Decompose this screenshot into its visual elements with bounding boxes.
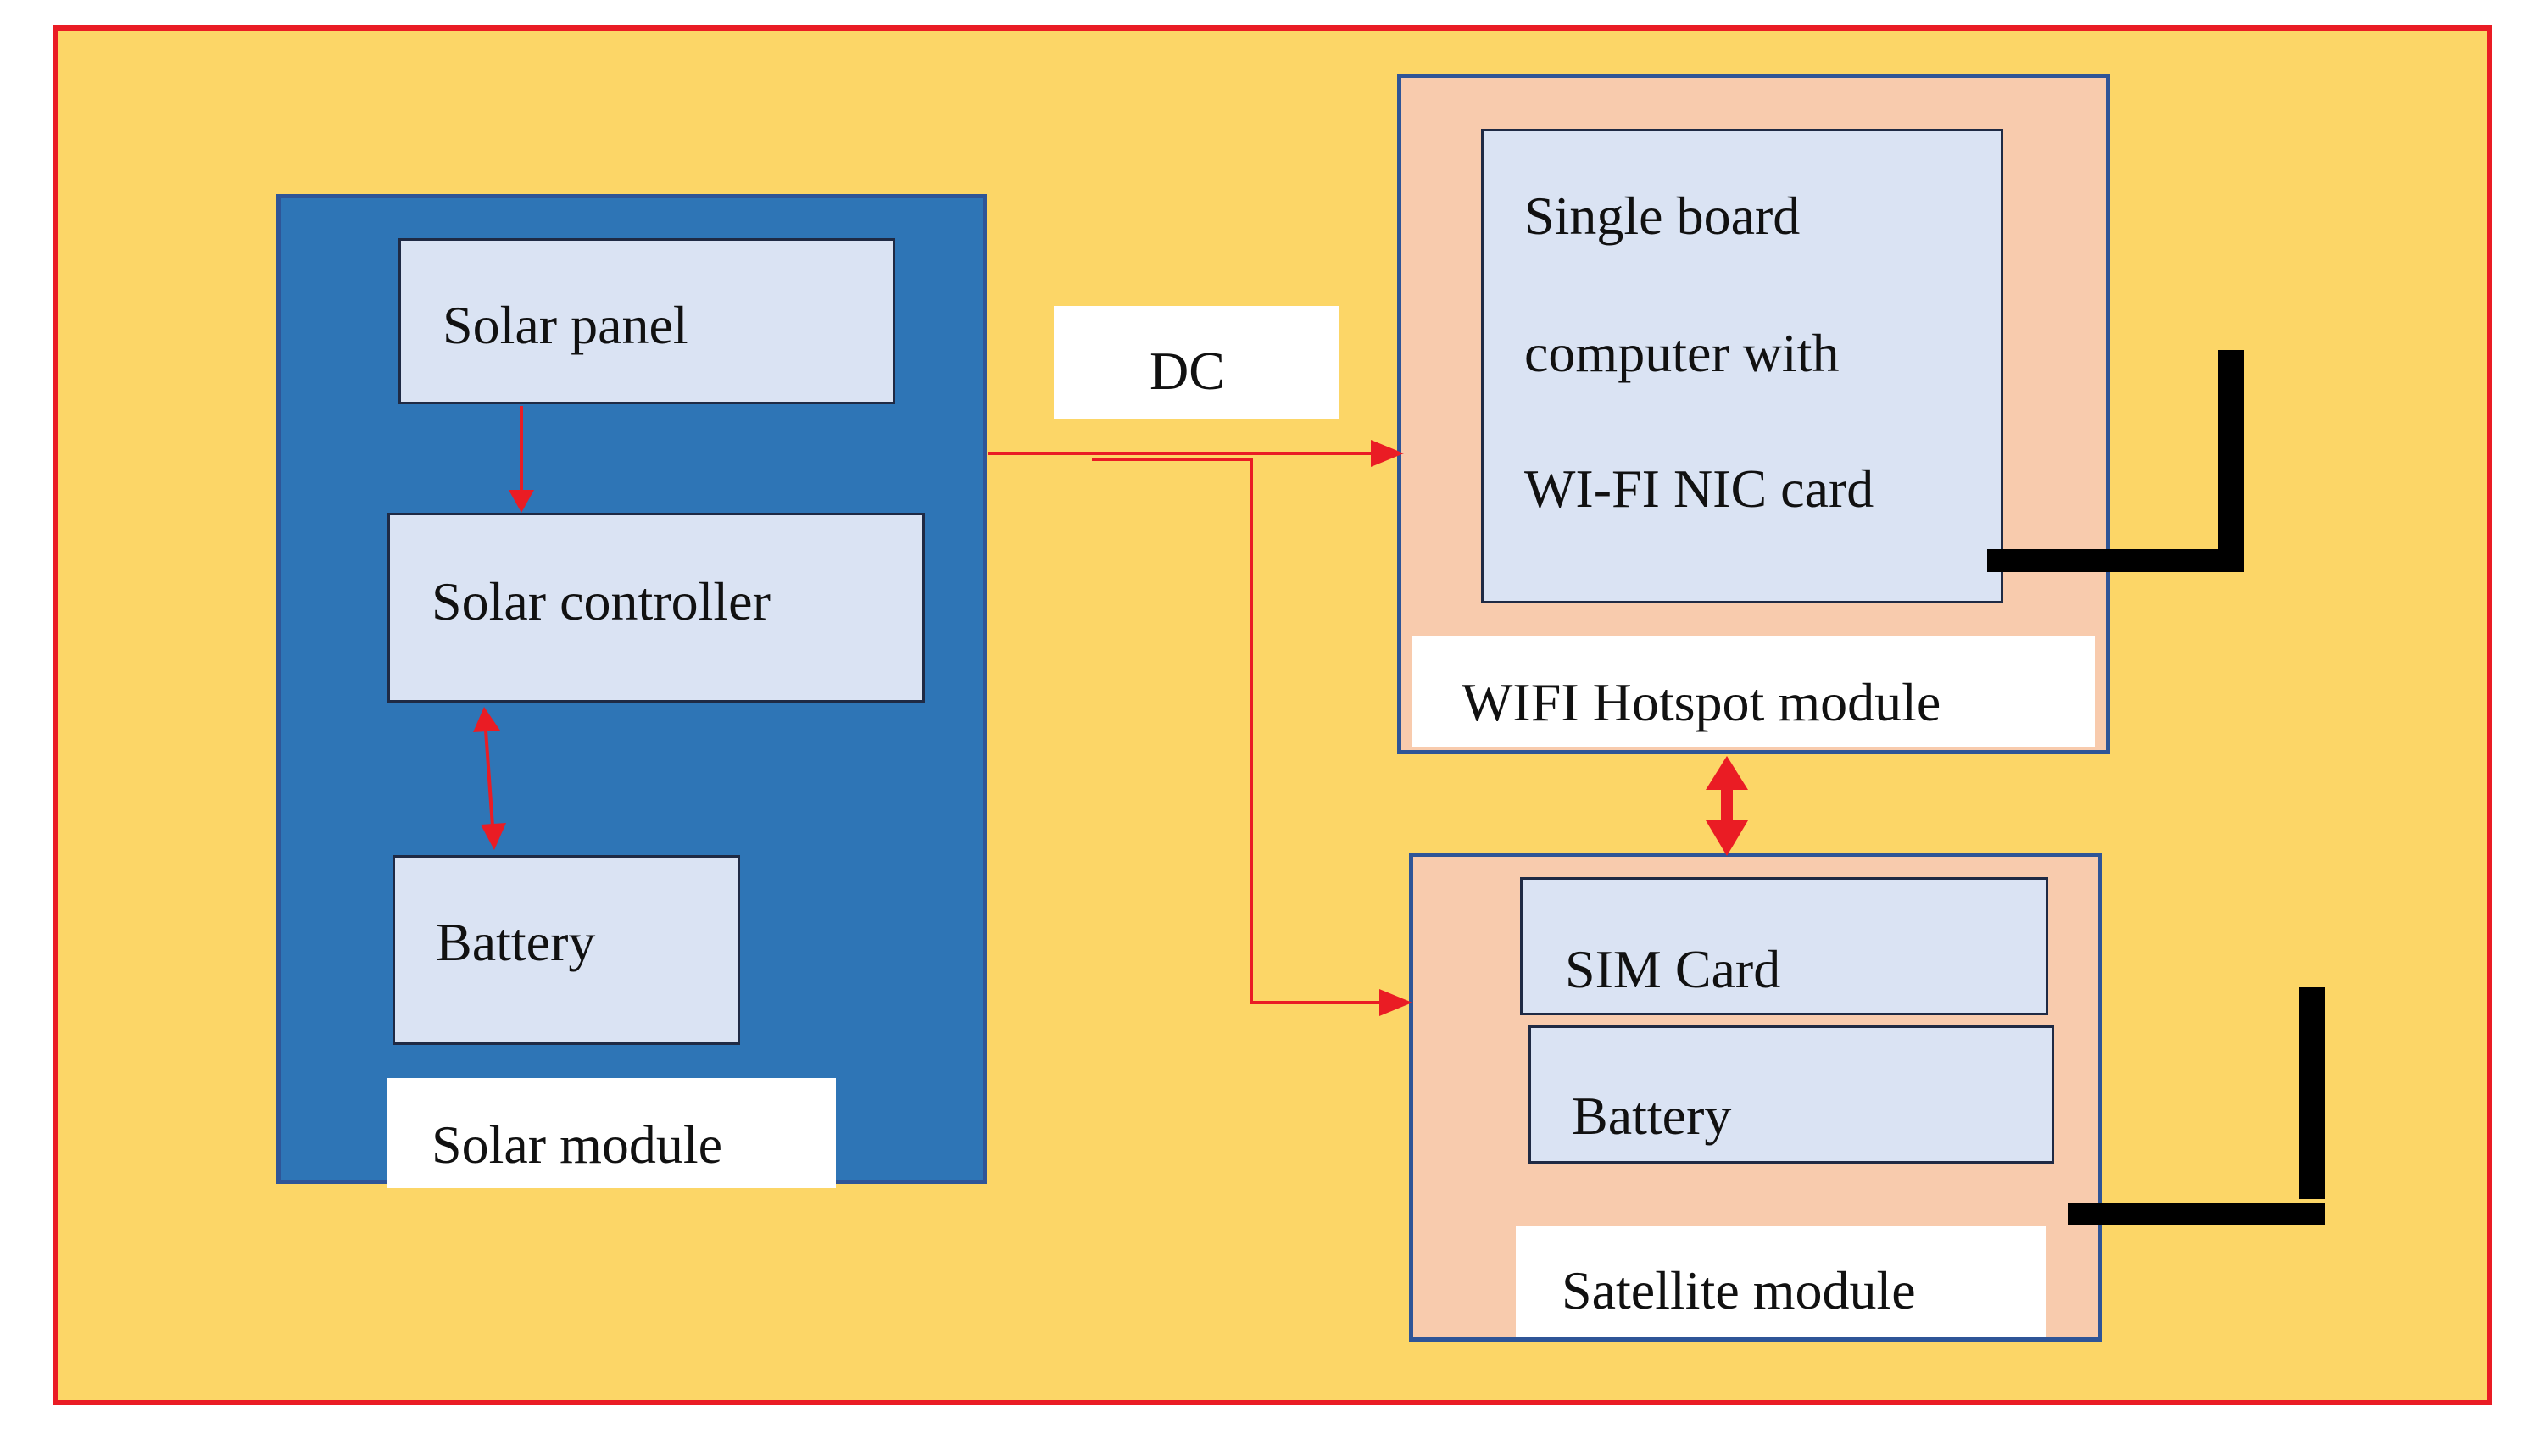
wifi-module-label: WIFI Hotspot module (1462, 672, 1941, 732)
solar-battery-box (393, 855, 740, 1045)
sbc-label-line2: computer with (1524, 323, 1840, 383)
sbc-label-line1: Single board (1524, 186, 1801, 246)
sim-card-label: SIM Card (1565, 939, 1781, 999)
solar-panel-box (398, 238, 895, 404)
satellite-battery-box (1528, 1025, 2054, 1164)
solar-controller-box (387, 513, 925, 703)
solar-controller-label: Solar controller (432, 571, 771, 631)
solar-module-tag (387, 1078, 836, 1188)
satellite-module-label: Satellite module (1562, 1260, 1916, 1320)
dc-tag (1054, 306, 1339, 419)
solar-panel-label: Solar panel (443, 295, 688, 355)
satellite-battery-label: Battery (1572, 1086, 1732, 1146)
sim-card-box (1520, 877, 2048, 1015)
sbc-label-line3: WI-FI NIC card (1524, 458, 1874, 519)
single-board-computer-box (1481, 129, 2003, 603)
dc-label: DC (1150, 341, 1225, 401)
solar-battery-label: Battery (436, 912, 596, 972)
satellite-module-tag (1516, 1226, 2046, 1337)
wifi-module-tag (1412, 636, 2095, 747)
solar-module-label: Solar module (432, 1114, 723, 1175)
